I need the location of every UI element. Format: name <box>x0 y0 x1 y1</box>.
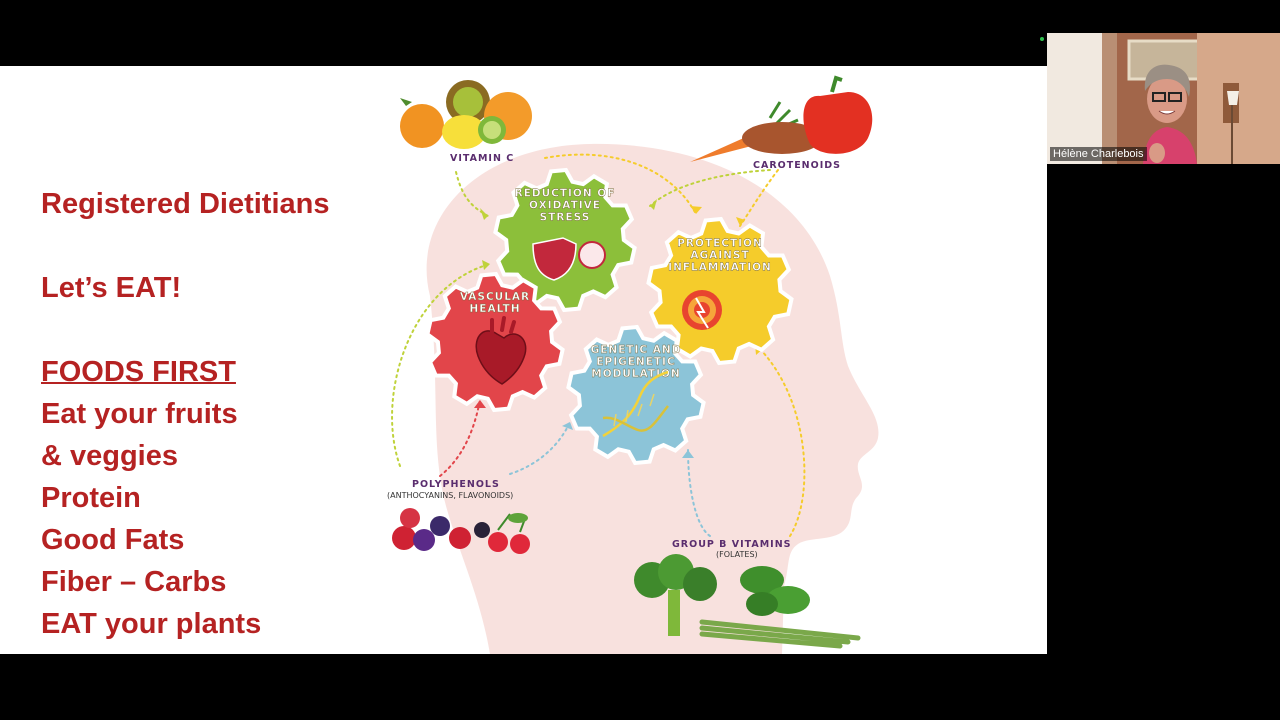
gear-label: REDUCTION OF <box>515 188 616 200</box>
shared-slide: Registered Dietitians Let’s EAT! FOODS F… <box>0 66 1047 654</box>
slide-list-item: Fiber – Carbs <box>41 566 227 598</box>
slide-title: Registered Dietitians <box>41 188 330 220</box>
slide-subtitle: Let’s EAT! <box>41 272 182 304</box>
carrot-pepper-icon <box>690 75 873 162</box>
gear-label: EPIGENETIC <box>596 356 675 368</box>
berries-icon <box>392 508 530 554</box>
gear-label: HEALTH <box>470 303 521 315</box>
gear-label: INFLAMMATION <box>668 261 772 273</box>
citrus-fruits-icon <box>400 80 532 149</box>
slide-list-item: EAT your plants <box>41 608 262 640</box>
polyphenols-label: POLYPHENOLS <box>412 479 500 490</box>
vitamin-c-label: VITAMIN C <box>450 153 514 164</box>
participant-video-tile[interactable]: Hélène Charlebois <box>1047 33 1280 164</box>
slide-heading: FOODS FIRST <box>41 356 236 388</box>
shield-icon <box>532 237 606 281</box>
inflammation-target-icon <box>682 290 722 330</box>
gear-shape <box>646 216 794 366</box>
group-b-vitamins-sublabel: (FOLATES) <box>716 550 758 559</box>
dna-icon <box>602 370 669 438</box>
slide-list-item: Eat your fruits <box>41 398 238 430</box>
gear-label: OXIDATIVE <box>529 200 601 212</box>
group-b-vitamins-label: GROUP B VITAMINS <box>672 539 791 550</box>
gear-label: VASCULAR <box>460 291 530 303</box>
heart-icon <box>475 316 527 385</box>
greens-icon <box>634 554 861 649</box>
gear-shape <box>566 324 706 466</box>
gear-label: MODULATION <box>591 368 680 380</box>
connection-status-dot <box>1040 37 1044 41</box>
gear-label: AGAINST <box>690 249 749 261</box>
gear-label: STRESS <box>540 212 591 224</box>
carotenoids-label: CAROTENOIDS <box>753 160 841 171</box>
participant-name-label: Hélène Charlebois <box>1050 147 1147 161</box>
polyphenols-sublabel: (ANTHOCYANINS, FLAVONOIDS) <box>387 491 513 500</box>
slide-list-item: Good Fats <box>41 524 185 556</box>
gear-label: PROTECTION <box>677 237 763 249</box>
slide-list-item: Protein <box>41 482 141 514</box>
participant-video-frame <box>1047 33 1280 164</box>
gear-label: GENETIC AND <box>591 344 682 356</box>
slide-list-item: & veggies <box>41 440 178 472</box>
